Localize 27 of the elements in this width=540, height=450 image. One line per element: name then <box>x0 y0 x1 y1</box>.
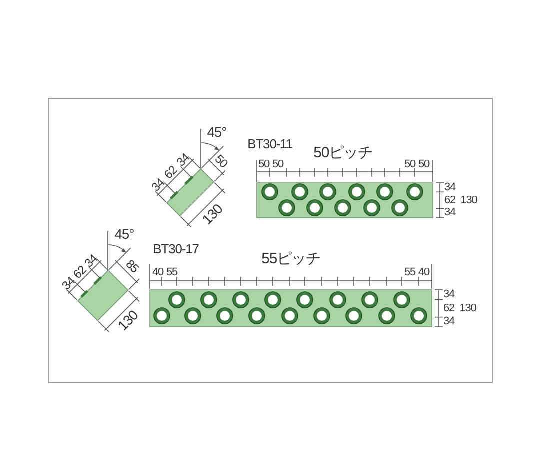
dimension-label: 50 <box>272 160 284 170</box>
dimension-label: 34 <box>82 252 100 270</box>
pitch-label: 55ピッチ <box>262 252 320 266</box>
dimension-label: 130 <box>460 195 478 206</box>
dimension-label: 34 <box>443 289 455 300</box>
dimension-label: 50 <box>418 160 430 170</box>
dimension-label: 50 <box>404 160 416 170</box>
dimension-label: 130 <box>460 303 476 314</box>
dimension-label: 34 <box>444 208 456 219</box>
part-number: BT30-11 <box>248 138 292 150</box>
dimension-label: 50 <box>213 152 230 170</box>
dimension-label: 62 <box>444 195 456 206</box>
dimension-label: 130 <box>199 201 224 227</box>
dimension-label: 62 <box>443 303 455 314</box>
dimension-label: 40 <box>418 268 430 278</box>
angle-label: 45° <box>114 226 134 241</box>
dimension-label: 50 <box>258 160 270 170</box>
dimension-label: 55 <box>166 268 178 278</box>
dimension-label: 55 <box>404 268 416 278</box>
pitch-label: 50ピッチ <box>314 146 372 160</box>
dimension-label: 40 <box>152 268 164 278</box>
dimension-label: 130 <box>115 308 140 334</box>
dimension-label: 34 <box>444 182 456 194</box>
angle-label: 45° <box>207 125 227 140</box>
dimension-label: 85 <box>124 258 141 275</box>
part-number: BT30-17 <box>153 242 199 256</box>
dimension-label: 34 <box>443 316 455 328</box>
